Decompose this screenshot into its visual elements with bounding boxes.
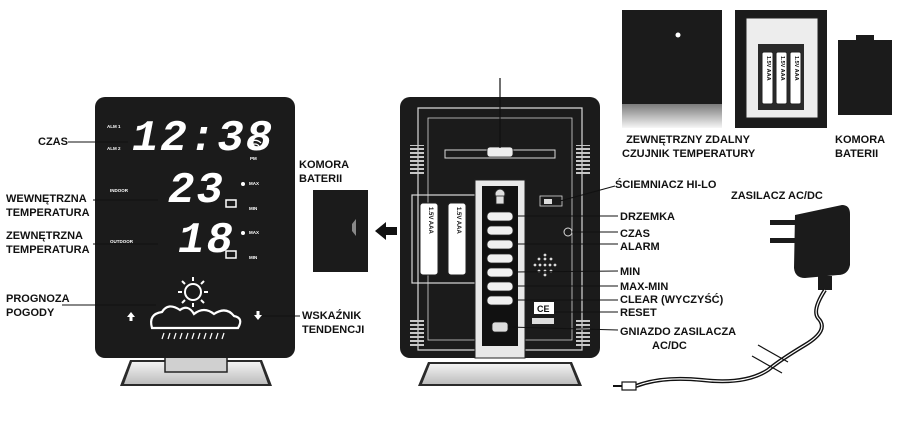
cloud-icon: [150, 305, 242, 330]
sensor-battery-3: [789, 51, 802, 105]
back-pointer-lines: [507, 185, 619, 331]
label-trend-line1: WSKAŹNIK: [302, 310, 362, 322]
right-vent-top: [576, 145, 590, 175]
alm1-indicator: ALM 1: [107, 124, 121, 129]
indoor-min-label: MIN: [249, 206, 258, 211]
label-battery-right-line2: BATERII: [835, 148, 879, 160]
front-pointer-lines: [62, 141, 300, 317]
label-time-back: CZAS: [620, 228, 650, 240]
indoor-max-label: MAX: [249, 181, 259, 186]
label-ac-jack-line1: GNIAZDO ZASILACZA: [620, 326, 737, 338]
trend-down-arrow-icon: [254, 311, 262, 320]
label-outdoor-temp-line2: TEMPERATURA: [6, 244, 90, 256]
right-vent-bottom: [576, 318, 590, 348]
label-time-front: CZAS: [38, 136, 68, 148]
back-battery-2-text: 1.5V AAA: [455, 207, 461, 234]
left-vent-bottom: [410, 318, 424, 348]
outdoor-max-dot: [241, 231, 245, 235]
label-ac-jack-line2: AC/DC: [652, 340, 687, 352]
label-outdoor-temp-line1: ZEWNĘTRZNA: [6, 230, 83, 242]
button-max-min[interactable]: [486, 281, 514, 292]
sun-icon: [178, 277, 208, 307]
label-clear: CLEAR (WYCZYŚĆ): [620, 294, 724, 306]
button-min[interactable]: [486, 267, 514, 278]
back-battery-2: [447, 202, 467, 276]
snooze-button[interactable]: [486, 146, 514, 158]
dimmer-switch[interactable]: [539, 195, 563, 207]
button-time[interactable]: [486, 225, 514, 236]
rain-icon: [161, 332, 225, 340]
left-vent-top: [410, 145, 424, 175]
label-max-min: MAX-MIN: [620, 281, 669, 293]
label-indoor-temp-line1: WEWNĘTRZNA: [6, 193, 87, 205]
insert-arrow-icon: [375, 222, 397, 240]
label-forecast-line1: PROGNOZA: [6, 293, 70, 305]
button-snooze[interactable]: [486, 211, 514, 222]
ac-dc-jack[interactable]: [491, 321, 509, 333]
outdoor-min-label: MIN: [249, 255, 258, 260]
label-battery-right-line1: KOMORA: [835, 134, 886, 146]
sensor-battery-2: [775, 51, 788, 105]
lcd-time: 12:38: [132, 114, 275, 164]
sensor-battery-3-text: 1.5V AAA: [793, 56, 799, 81]
outdoor-unit-icon: [225, 250, 237, 259]
label-sensor-line1: ZEWNĘTRZNY ZDALNY: [626, 134, 750, 146]
label-sensor-line2: CZUJNIK TEMPERATURY: [622, 148, 756, 160]
indoor-unit-icon: [225, 199, 237, 208]
label-reset: RESET: [620, 307, 657, 319]
sensor-battery-1: [761, 51, 774, 105]
indoor-label: INDOOR: [110, 188, 128, 193]
sensor-battery-2-text: 1.5V AAA: [779, 56, 785, 81]
button-alarm[interactable]: [486, 239, 514, 250]
front-panel: [95, 97, 295, 358]
front-device: [95, 97, 295, 386]
lcd-indoor-temp: 23: [168, 166, 225, 216]
label-min: MIN: [620, 266, 641, 278]
lcd-outdoor-temp: 18: [178, 216, 235, 266]
back-battery-1: [419, 202, 439, 276]
back-battery-1-text: 1.5V AAA: [427, 207, 433, 234]
label-battery-mid-line1: KOMORA: [299, 159, 350, 171]
adapter-plug-tip: [621, 381, 637, 391]
back-device: CE: [400, 78, 600, 386]
outdoor-label: OUTDOOR: [110, 239, 133, 244]
sensor-battery-cover: [838, 40, 892, 115]
trend-up-arrow-icon: [127, 312, 135, 321]
label-alarm: ALARM: [620, 241, 660, 253]
indoor-max-dot: [241, 182, 245, 186]
wireless-signal-icon: [248, 139, 262, 151]
label-battery-mid-line2: BATERII: [299, 173, 343, 185]
sensor-led: [675, 32, 681, 38]
pm-indicator: PM: [250, 156, 257, 161]
label-trend-line2: TENDENCJI: [302, 324, 365, 336]
label-forecast-line2: POGODY: [6, 307, 55, 319]
button-clear[interactable]: [486, 295, 514, 306]
label-indoor-temp-line2: TEMPERATURA: [6, 207, 90, 219]
label-snooze: DRZEMKA: [620, 211, 675, 223]
svg-text:CE: CE: [537, 304, 550, 314]
battery-door-latch: [352, 219, 356, 236]
ac-dc-adapter: [770, 205, 850, 290]
battery-door-panel: [313, 190, 368, 272]
ce-label: [534, 302, 554, 314]
label-dimmer: ŚCIEMNIACZ HI-LO: [615, 179, 717, 191]
outdoor-max-label: MAX: [249, 230, 259, 235]
sensor-battery-1-text: 1.5V AAA: [765, 56, 771, 81]
label-adapter: ZASILACZ AC/DC: [731, 190, 823, 202]
alm2-indicator: ALM 2: [107, 146, 121, 151]
button-sensor[interactable]: [486, 253, 514, 264]
